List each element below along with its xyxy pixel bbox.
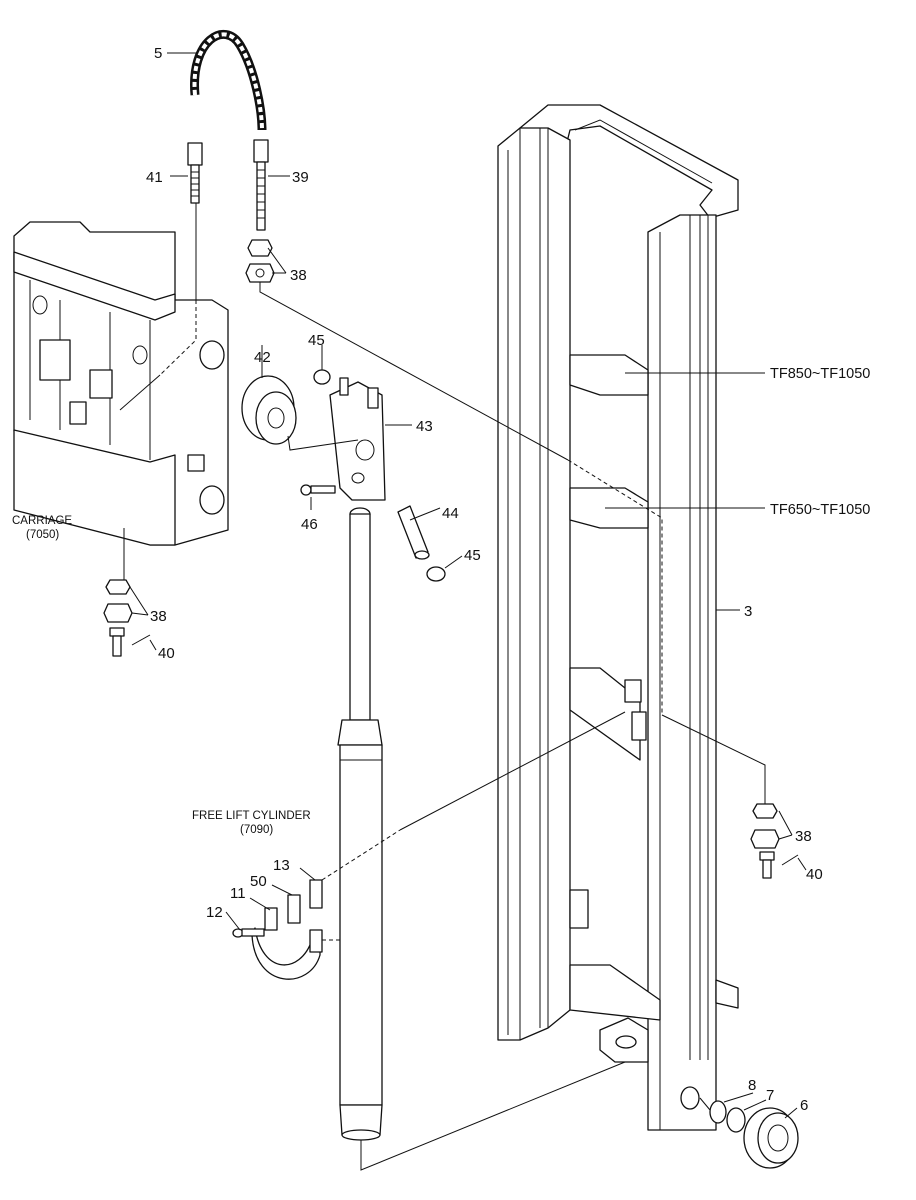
assembly-labels: TF850~TF1050 TF650~TF1050 CARRIAGE (7050… (12, 366, 870, 836)
callout-7: 7 (766, 1087, 774, 1104)
screw-46 (300, 484, 336, 496)
callout-labels: 5 41 39 38 42 45 43 46 44 45 38 40 3 38 … (146, 45, 823, 1114)
bolt-40-right (759, 851, 799, 879)
callout-3: 3 (744, 603, 752, 620)
bolt-12 (232, 928, 265, 938)
model-range-tf650: TF650~TF1050 (770, 502, 870, 518)
anchor-bolt-41 (187, 142, 203, 204)
leader-lines (119, 52, 807, 1171)
callout-13: 13 (273, 857, 290, 874)
callout-40-left: 40 (158, 645, 175, 662)
callout-41: 41 (146, 169, 163, 186)
callout-6: 6 (800, 1097, 808, 1114)
pin-44 (397, 505, 430, 560)
free-lift-cylinder (337, 507, 383, 1141)
cylinder-code: (7090) (240, 824, 273, 836)
bolt-40-left (109, 627, 151, 657)
pulley-bracket-43 (329, 377, 386, 501)
carriage-code: (7050) (26, 529, 59, 541)
mast-assembly (497, 104, 739, 1131)
callout-45-top: 45 (308, 332, 325, 349)
callout-50: 50 (250, 873, 267, 890)
nuts-38-top (245, 239, 275, 283)
cylinder-label: FREE LIFT CYLINDER (192, 810, 311, 822)
shim-8 (709, 1100, 727, 1124)
roller-bearing-6 (743, 1107, 799, 1169)
clamp-plate-13 (309, 879, 323, 909)
callout-39: 39 (292, 169, 309, 186)
shim-7 (726, 1107, 746, 1133)
callout-43: 43 (416, 418, 433, 435)
snap-ring-45-top (313, 369, 331, 385)
lift-chain (190, 30, 267, 131)
callout-40-right: 40 (806, 866, 823, 883)
carriage-label: CARRIAGE (12, 515, 72, 527)
callout-38-top: 38 (290, 267, 307, 284)
carriage (13, 221, 229, 546)
callout-12: 12 (206, 904, 223, 921)
callout-38-left: 38 (150, 608, 167, 625)
cylinder-clamp-11 (251, 907, 323, 980)
anchor-bolt-39 (253, 139, 269, 231)
callout-5: 5 (154, 45, 162, 62)
nuts-38-right (750, 803, 780, 849)
nuts-38-bottom-left (103, 579, 133, 623)
callout-44: 44 (442, 505, 459, 522)
model-range-tf850: TF850~TF1050 (770, 366, 870, 382)
chain-pulley-42 (241, 375, 297, 445)
callout-42: 42 (254, 349, 271, 366)
callout-45-bottom: 45 (464, 547, 481, 564)
callout-11: 11 (230, 885, 246, 902)
shim-50 (287, 894, 301, 924)
callout-46: 46 (301, 516, 318, 533)
callout-38-right: 38 (795, 828, 812, 845)
callout-8: 8 (748, 1077, 756, 1094)
snap-ring-45-bottom (426, 566, 446, 582)
